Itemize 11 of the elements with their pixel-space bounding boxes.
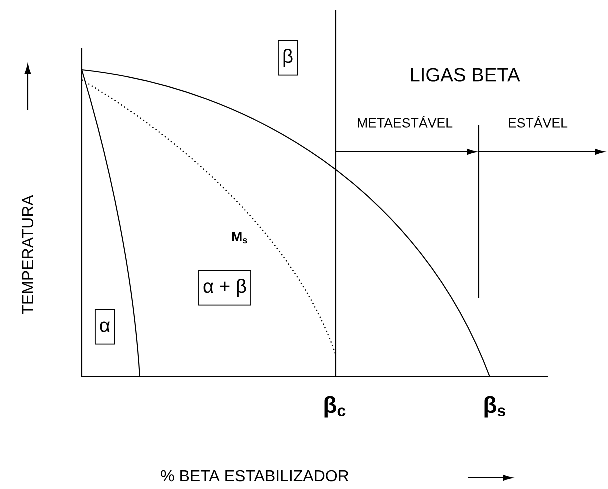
curve-label: M$_{s}$ xyxy=(232,232,248,244)
phase-box: α + β xyxy=(198,270,252,306)
region-label: ESTÁVEL xyxy=(509,116,568,128)
phase-box: β xyxy=(278,40,298,76)
tick-label: β$_{s}$ xyxy=(484,396,506,418)
axis-title: TEMPERATURA xyxy=(22,195,34,314)
axis-title: % BETA ESTABILIZADOR xyxy=(161,470,349,482)
tick-label: β$_{c}$ xyxy=(324,396,346,418)
phase-box: α xyxy=(94,309,116,345)
region-label: METAESTÁVEL xyxy=(358,116,453,128)
region-title: LIGAS BETA xyxy=(411,68,520,82)
